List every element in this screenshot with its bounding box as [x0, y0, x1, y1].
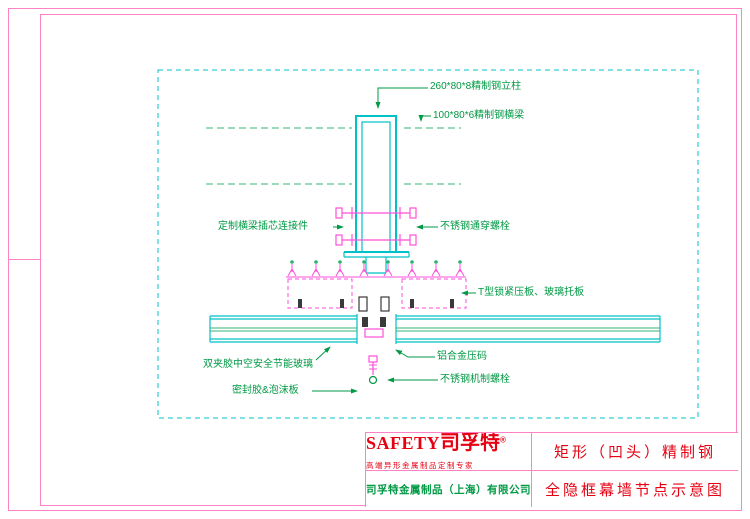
column-profile [343, 115, 410, 274]
title-block-company-name: 司孚特金属制品（上海）有限公司 [366, 471, 532, 507]
title-block: SAFETY司孚特® 高端异形金属制品定制专家 矩形（凹头）精制钢 司孚特金属制… [365, 432, 738, 507]
sheet-outer-frame [8, 8, 742, 511]
through-bolts [335, 207, 417, 246]
bolt-dots [290, 260, 462, 264]
brand-logo-cn: 司孚特 [440, 433, 501, 454]
title-block-product-type: 矩形（凹头）精制钢 [532, 433, 738, 471]
annotation-glass: 双夹胶中空安全节能玻璃 [203, 359, 313, 370]
drawing-boundary [157, 69, 699, 419]
annotation-t-plate: T型锁紧压板、玻璃托板 [478, 287, 585, 298]
registered-mark-icon: ® [500, 435, 506, 445]
pressure-plate-boxes [287, 278, 467, 309]
anchor-bolt-row [286, 260, 466, 278]
joint-details [298, 296, 454, 312]
annotation-alu-clip: 铝合金压码 [437, 351, 487, 362]
annotation-connector: 定制横梁插芯连接件 [218, 221, 308, 232]
beam-hidden-lines [206, 127, 461, 185]
leader-lines [312, 87, 476, 394]
annotation-column: 260*80*8精制钢立柱 [430, 81, 522, 92]
annotation-through-bolt: 不锈钢通穿螺栓 [440, 221, 510, 232]
brand-tagline: 高端异形金属制品定制专家 [366, 460, 474, 470]
brand-logo-en: SAFETY [366, 433, 441, 453]
left-centering-mark [9, 259, 40, 260]
glass-assembly [209, 314, 661, 344]
brand-logo-line: SAFETY司孚特® [366, 433, 506, 454]
brand-logo: SAFETY司孚特® 高端异形金属制品定制专家 [366, 433, 531, 470]
annotation-machine-bolt: 不锈钢机制螺栓 [440, 374, 510, 385]
annotation-beam: 100*80*6精制钢横梁 [433, 110, 525, 121]
title-block-drawing-title: 全隐框幕墙节点示意图 [544, 482, 725, 499]
title-block-logo-cell: SAFETY司孚特® 高端异形金属制品定制专家 [366, 433, 532, 471]
bottom-machine-bolt [368, 355, 378, 385]
annotation-sealant: 密封胶&泡沫板 [232, 385, 299, 396]
